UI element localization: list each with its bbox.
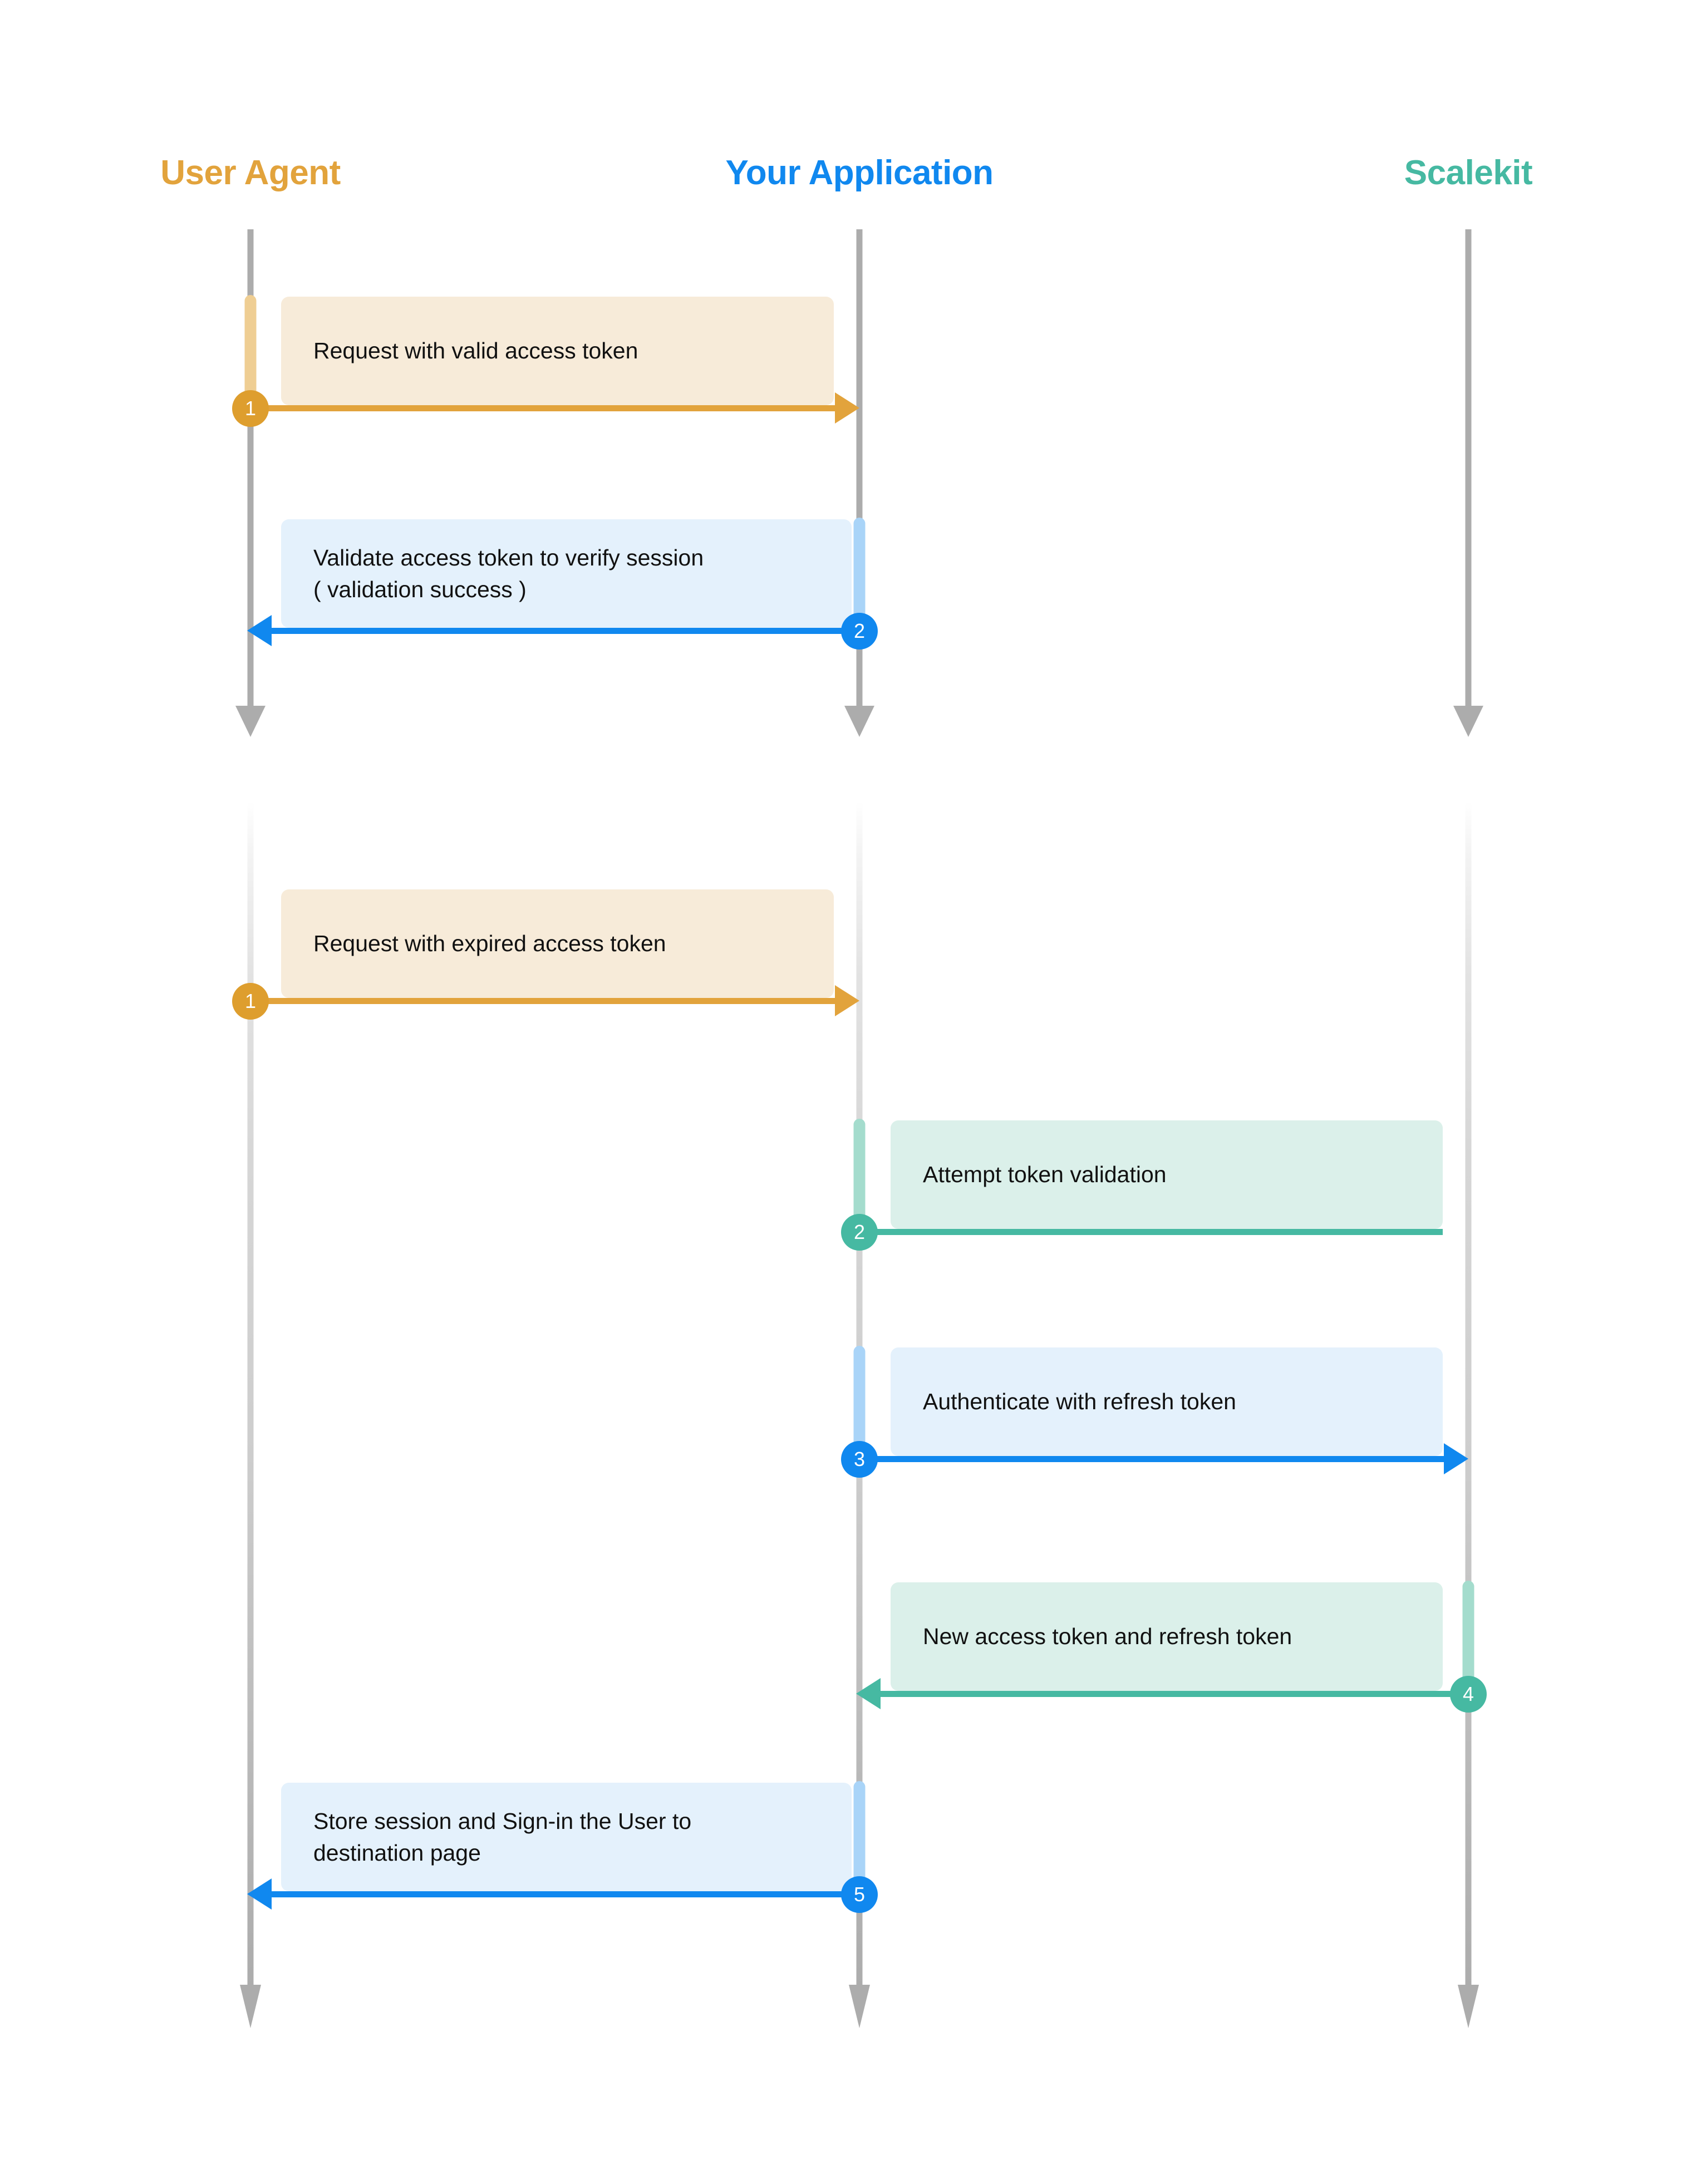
arrowhead-left-step-4-section-2	[856, 1678, 881, 1709]
activation-bar-your-application-step-5	[853, 1781, 866, 1887]
message-note-request-expired-access-token: Request with expired access token	[281, 889, 834, 998]
message-label-store-session-signin-user: Store session and Sign-in the User to de…	[313, 1808, 692, 1866]
lifeline-tip-user-agent-section-2	[240, 1985, 261, 2028]
message-note-store-session-signin-user: Store session and Sign-in the User to de…	[281, 1783, 852, 1891]
arrowhead-left-step-2-section-1	[247, 615, 272, 646]
lifeline-user-agent-section-2	[247, 801, 254, 1993]
message-note-new-access-and-refresh-token: New access token and refresh token	[891, 1582, 1443, 1691]
message-line-step-3-section-2	[859, 1456, 1445, 1462]
lifeline-tip-user-agent-section-1	[235, 706, 266, 737]
step-badge-5-section-2: 5	[841, 1876, 878, 1913]
arrowhead-right-step-1-section-1	[835, 392, 859, 424]
activation-bar-your-application-step-3	[853, 1346, 866, 1452]
message-note-authenticate-with-refresh-token: Authenticate with refresh token	[891, 1347, 1443, 1456]
message-line-step-1-section-2	[250, 998, 836, 1004]
activation-bar-scalekit-step-4	[1462, 1581, 1474, 1686]
step-badge-3-section-2: 3	[841, 1441, 878, 1478]
lifeline-tip-scalekit-section-1	[1453, 706, 1483, 737]
actor-header-your-application: Your Application	[725, 154, 994, 192]
message-line-step-2-section-1	[272, 628, 859, 634]
activation-bar-your-application-step-2	[853, 518, 866, 623]
lifeline-your-application-section-1	[856, 229, 863, 712]
message-label-validate-access-token: Validate access token to verify session …	[313, 544, 704, 602]
activation-bar-user-agent-step-1	[244, 295, 257, 401]
arrowhead-left-step-5-section-2	[247, 1878, 272, 1910]
actor-header-scalekit: Scalekit	[1404, 154, 1533, 192]
message-line-step-1-section-1	[250, 405, 836, 411]
message-line-step-2-section-2	[859, 1229, 1443, 1235]
step-badge-4-section-2: 4	[1450, 1676, 1487, 1713]
step-badge-2-section-1: 2	[841, 613, 878, 650]
arrowhead-right-step-3-section-2	[1444, 1443, 1468, 1474]
message-label-attempt-token-validation: Attempt token validation	[923, 1162, 1167, 1188]
message-line-step-4-section-2	[881, 1691, 1468, 1697]
message-label-authenticate-with-refresh-token: Authenticate with refresh token	[923, 1389, 1236, 1415]
step-badge-1-section-2: 1	[232, 983, 269, 1020]
message-note-validate-access-token: Validate access token to verify session …	[281, 519, 852, 628]
lifeline-scalekit-section-2	[1465, 801, 1472, 1993]
message-note-attempt-token-validation: Attempt token validation	[891, 1120, 1443, 1229]
message-label-request-valid-access-token: Request with valid access token	[313, 338, 638, 364]
actor-header-user-agent: User Agent	[160, 154, 341, 192]
lifeline-tip-your-application-section-1	[844, 706, 874, 737]
activation-bar-your-application-step-2-section-2	[853, 1119, 866, 1224]
message-label-new-access-and-refresh-token: New access token and refresh token	[923, 1624, 1292, 1650]
arrowhead-right-step-1-section-2	[835, 985, 859, 1016]
message-label-request-expired-access-token: Request with expired access token	[313, 931, 666, 957]
message-note-request-valid-access-token: Request with valid access token	[281, 297, 834, 405]
message-line-step-5-section-2	[272, 1891, 859, 1897]
lifeline-tip-your-application-section-2	[849, 1985, 870, 2028]
lifeline-user-agent-section-1	[247, 229, 254, 712]
step-badge-2-section-2: 2	[841, 1214, 878, 1251]
step-badge-1-section-1: 1	[232, 390, 269, 427]
lifeline-scalekit-section-1	[1465, 229, 1472, 712]
lifeline-tip-scalekit-section-2	[1458, 1985, 1479, 2028]
